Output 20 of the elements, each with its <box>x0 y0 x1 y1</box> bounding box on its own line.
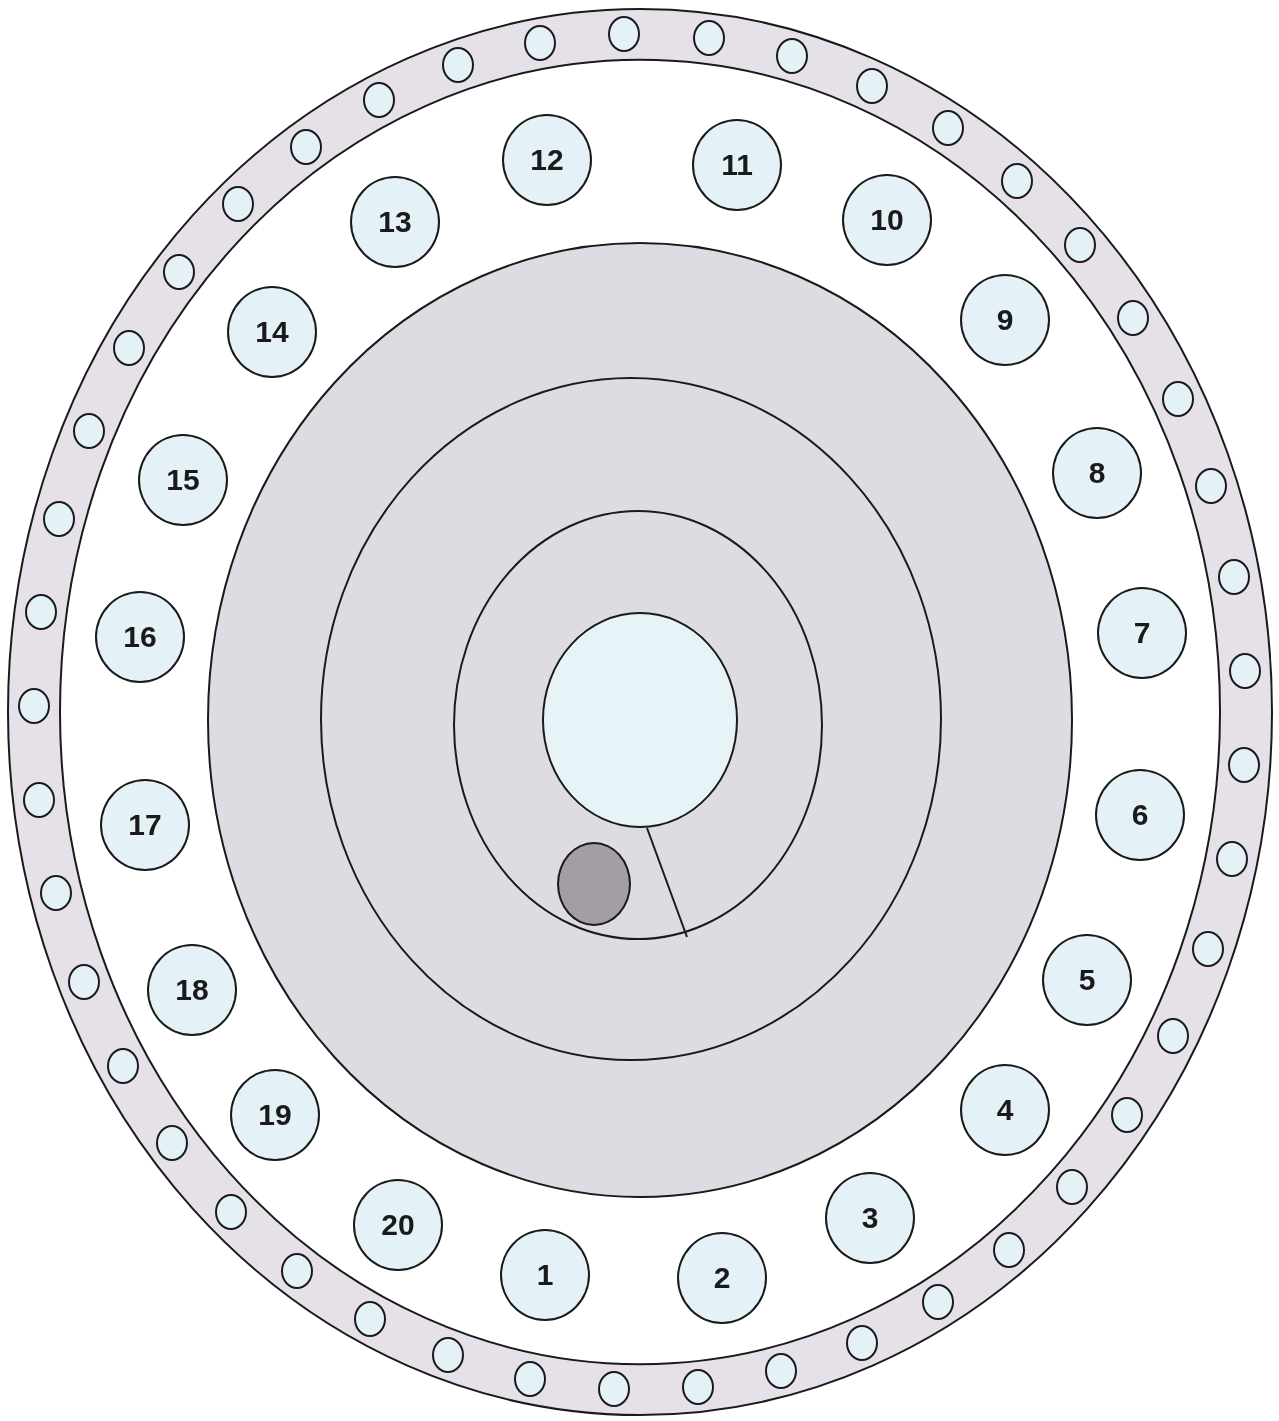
circle-number: 13 <box>378 207 412 237</box>
circle-number: 19 <box>258 1100 292 1130</box>
circle-number: 11 <box>721 150 753 180</box>
circle-number: 17 <box>128 810 162 840</box>
circle-number: 18 <box>175 975 209 1005</box>
circle-number: 12 <box>530 145 564 175</box>
circle-number: 7 <box>1133 618 1151 648</box>
circle-number: 1 <box>536 1260 554 1290</box>
circle-number: 2 <box>713 1263 731 1293</box>
circle-number: 3 <box>861 1203 879 1233</box>
circle-number: 8 <box>1088 458 1106 488</box>
circle-number: 9 <box>996 305 1014 335</box>
circle-number: 16 <box>123 622 157 652</box>
circle-number: 6 <box>1131 800 1149 830</box>
circle-number: 15 <box>166 465 200 495</box>
circle-number: 4 <box>996 1095 1014 1125</box>
circle-number: 10 <box>870 205 904 235</box>
circle-number: 20 <box>381 1210 415 1240</box>
circle-number: 5 <box>1078 965 1096 995</box>
circle-number: 14 <box>255 317 289 347</box>
